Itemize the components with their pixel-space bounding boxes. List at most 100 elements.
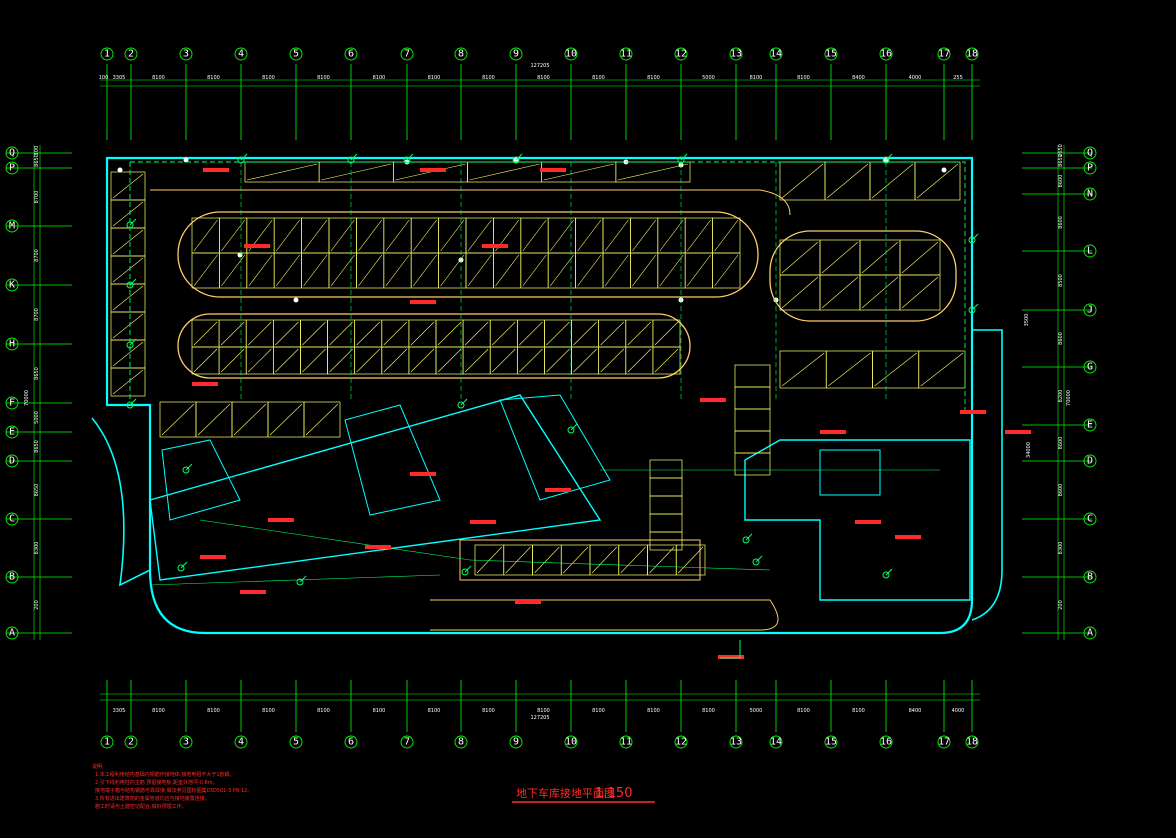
column-axis-bubble xyxy=(509,47,523,61)
column-axis-bubble xyxy=(124,47,138,61)
down-conductor-point xyxy=(177,564,185,572)
tower-core-outline-west xyxy=(149,394,602,581)
parking-stall-diagonal xyxy=(861,241,899,274)
parking-stall-diagonal xyxy=(329,348,353,373)
down-conductor-point xyxy=(512,156,520,164)
column-axis-label-top: 15 xyxy=(825,49,837,60)
column-axis-label-top: 18 xyxy=(966,49,978,60)
top-span-dimension: 8100 xyxy=(207,75,220,81)
grounding-strip xyxy=(469,559,771,571)
row-axis-label-left: A xyxy=(9,628,15,639)
row-axis-bubble-right xyxy=(1083,454,1097,468)
row-axis-bubble-right xyxy=(1083,187,1097,201)
row-axis-bubble-left xyxy=(5,278,19,292)
parking-stall-vertical xyxy=(734,430,771,454)
core-room-outline xyxy=(344,404,441,516)
column-axis-bubble xyxy=(729,47,743,61)
notes-line-2: 2.引下线利用柱内主筋,预留接地板,距室外地坪-0.8m。 xyxy=(95,779,218,786)
column-axis-label-top: 4 xyxy=(238,49,244,60)
top-span-dimension: 8100 xyxy=(482,75,495,81)
down-conductor-leader xyxy=(240,153,248,161)
column-axis-bubble xyxy=(824,47,838,61)
row-axis-bubble-right xyxy=(1083,161,1097,175)
parking-stall-diagonal xyxy=(112,229,144,255)
notes-line-4: 3.所有进出建筑物的金属管道均应与接地装置连接。 xyxy=(95,795,210,802)
parking-stall-diagonal xyxy=(821,241,859,274)
bottom-span-dimension: 8100 xyxy=(317,708,330,714)
parking-stall-diagonal xyxy=(112,341,144,367)
parking-stall-diagonal xyxy=(781,352,825,387)
column-axis-label-top: 16 xyxy=(880,49,892,60)
down-conductor-point xyxy=(968,236,976,244)
parking-stall-diagonal xyxy=(440,254,465,287)
parking-stall-diagonal xyxy=(437,321,462,346)
parking-stall-diagonal xyxy=(649,546,675,574)
row-axis-label-right: J xyxy=(1087,305,1093,316)
parking-stall-diagonal xyxy=(248,254,273,287)
down-conductor-point xyxy=(403,156,411,164)
parking-stall xyxy=(914,161,961,201)
column-axis-label-bottom: 17 xyxy=(938,737,950,748)
down-conductor-leader xyxy=(745,533,753,541)
drawing-scale: 1:150 xyxy=(595,786,632,801)
parking-stall-diagonal xyxy=(714,219,739,252)
column-axis-bubble xyxy=(729,735,743,749)
annotation-tag xyxy=(855,520,881,524)
right-span-dimension: 8650 xyxy=(1058,154,1064,167)
parking-stall-diagonal xyxy=(275,348,299,373)
top-span-dimension: 255 xyxy=(953,75,963,81)
annotation-tag xyxy=(203,168,229,172)
bottom-span-dimension: 8100 xyxy=(537,708,550,714)
right-span-dimension: 8300 xyxy=(1058,542,1064,555)
column-marker xyxy=(293,297,299,303)
right-span-dimension: 8600 xyxy=(1058,332,1064,345)
parking-stall-diagonal xyxy=(617,163,689,181)
east-ramp-wall xyxy=(971,329,1003,621)
column-marker xyxy=(183,157,189,163)
row-axis-label-left: D xyxy=(9,456,15,467)
row-axis-label-right: P xyxy=(1087,163,1093,174)
column-axis-bubble xyxy=(509,735,523,749)
parking-stall-diagonal xyxy=(248,321,272,346)
notes-line-1: 1.本工程利用结构基础内钢筋作接地体,接地电阻不大于1欧姆。 xyxy=(95,771,235,778)
parking-stall-diagonal xyxy=(916,163,959,199)
left-span-dimension: 100 xyxy=(34,146,40,156)
annotation-tag xyxy=(960,410,986,414)
down-conductor-leader xyxy=(129,338,137,346)
left-total-dim: 70000 xyxy=(24,390,30,406)
parking-stall-diagonal xyxy=(874,352,917,387)
right-span-dimension: 8600 xyxy=(1058,175,1064,188)
column-axis-bubble xyxy=(234,47,248,61)
parking-stall-vertical xyxy=(734,452,771,476)
down-conductor-leader xyxy=(129,218,137,226)
parking-stall-diagonal xyxy=(412,219,437,252)
right-span-dimension: 2650 xyxy=(1058,144,1064,157)
row-axis-label-right: E xyxy=(1087,420,1093,431)
parking-stall-diagonal xyxy=(385,254,410,287)
down-conductor-point xyxy=(237,156,245,164)
parking-stall xyxy=(899,274,941,311)
parking-stall-diagonal xyxy=(112,257,144,283)
parking-stall-diagonal xyxy=(112,201,144,227)
row-axis-bubble-left xyxy=(5,454,19,468)
parking-stall-diagonal xyxy=(221,219,246,252)
bottom-span-dimension: 8100 xyxy=(152,708,165,714)
top-span-dimension: 3305 xyxy=(113,75,126,81)
row-axis-label-right: Q xyxy=(1087,148,1093,159)
bottom-span-dimension: 5000 xyxy=(750,708,763,714)
down-conductor-leader xyxy=(570,423,578,431)
axis-grid-layer: 1122334455667788991010111112121313141415… xyxy=(5,47,1097,749)
bottom-span-dimension: 8100 xyxy=(428,708,441,714)
row-axis-label-left: K xyxy=(9,280,15,291)
column-axis-bubble xyxy=(100,47,114,61)
parking-stall-diagonal xyxy=(828,352,871,387)
down-conductor-point xyxy=(752,558,760,566)
parking-stall-diagonal xyxy=(303,219,328,252)
building-outline-layer xyxy=(91,156,1003,635)
down-conductor-leader xyxy=(680,153,688,161)
driveway-island-east xyxy=(769,230,957,322)
notes-heading: 说明: xyxy=(92,763,104,770)
column-axis-label-bottom: 3 xyxy=(183,737,189,748)
